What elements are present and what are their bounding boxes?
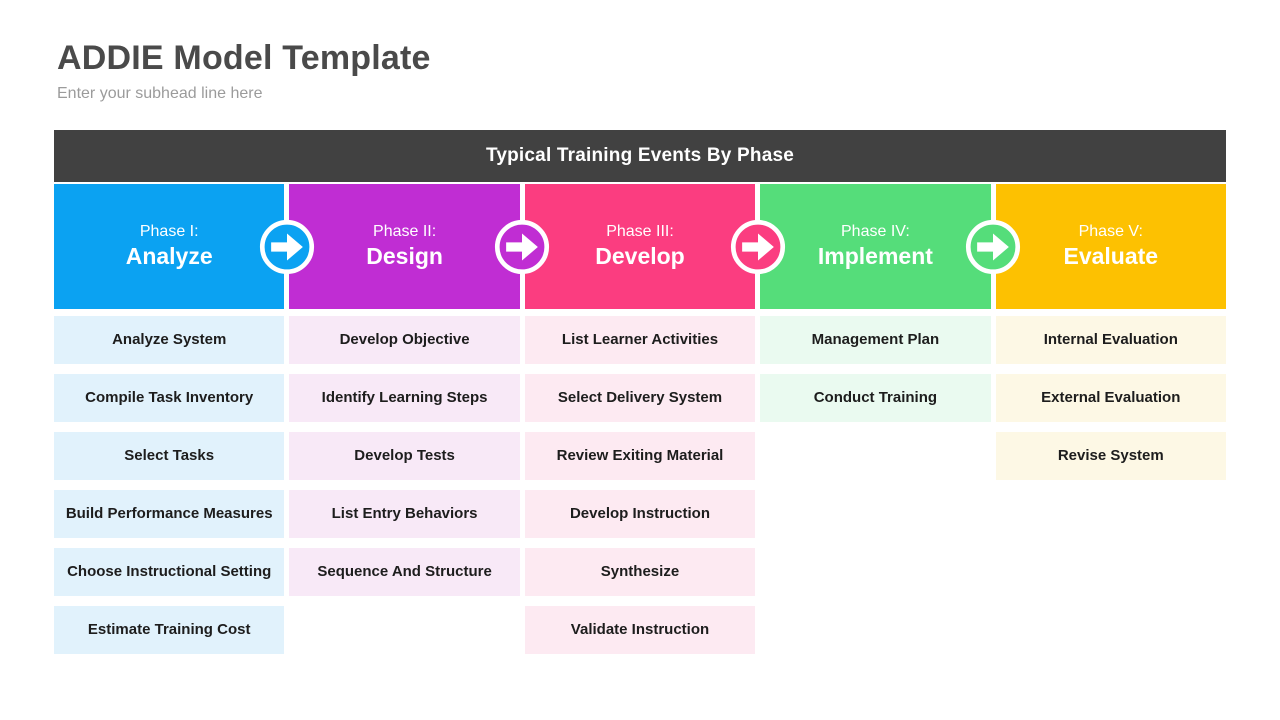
task-cell: Select Delivery System xyxy=(524,374,756,422)
task-cell: Management Plan xyxy=(760,316,991,364)
task-cell: Review Exiting Material xyxy=(524,432,756,480)
task-cell: Select Tasks xyxy=(54,432,285,480)
task-cell: Analyze System xyxy=(54,316,285,364)
right-arrow-icon xyxy=(730,219,785,274)
page-subtitle: Enter your subhead line here xyxy=(57,85,263,103)
page-title: ADDIE Model Template xyxy=(57,39,431,77)
task-cell: Revise System xyxy=(995,432,1226,480)
phase-header: Phase III: Develop xyxy=(524,184,756,309)
task-cell: Develop Objective xyxy=(289,316,520,364)
task-cell: Identify Learning Steps xyxy=(289,374,520,422)
phase-label: Phase V: xyxy=(1078,223,1143,241)
title-block: ADDIE Model Template Enter your subhead … xyxy=(57,39,431,103)
task-cell: Develop Instruction xyxy=(524,490,756,538)
task-cell: Internal Evaluation xyxy=(995,316,1226,364)
task-cell: Validate Instruction xyxy=(524,606,756,654)
task-cell: Conduct Training xyxy=(760,374,991,422)
phase-name: Design xyxy=(366,243,443,270)
task-cell: Compile Task Inventory xyxy=(54,374,285,422)
phase-column-develop: Phase III: Develop List Learner Activiti… xyxy=(524,184,785,654)
task-cell: List Entry Behaviors xyxy=(289,490,520,538)
phase-label: Phase IV: xyxy=(841,223,910,241)
right-arrow-icon xyxy=(495,219,550,274)
phase-label: Phase II: xyxy=(373,223,437,241)
right-arrow-icon xyxy=(259,219,314,274)
task-cell: Develop Tests xyxy=(289,432,520,480)
phase-header: Phase I: Analyze xyxy=(54,184,285,309)
phase-name: Develop xyxy=(595,243,685,270)
phase-name: Analyze xyxy=(125,243,213,270)
phase-header: Phase V: Evaluate xyxy=(995,184,1226,309)
task-cell: List Learner Activities xyxy=(524,316,756,364)
phase-label: Phase III: xyxy=(606,223,674,241)
task-cell: Sequence And Structure xyxy=(289,548,520,596)
task-cell: Choose Instructional Setting xyxy=(54,548,285,596)
task-cell: Build Performance Measures xyxy=(54,490,285,538)
phase-label: Phase I: xyxy=(139,223,199,241)
task-cell: External Evaluation xyxy=(995,374,1226,422)
phase-name: Evaluate xyxy=(1063,243,1159,270)
phase-header: Phase II: Design xyxy=(289,184,520,309)
training-events-table: Typical Training Events By Phase Phase I… xyxy=(54,130,1226,654)
task-cell: Estimate Training Cost xyxy=(54,606,285,654)
task-cell: Synthesize xyxy=(524,548,756,596)
phase-name: Implement xyxy=(817,243,933,270)
phase-header: Phase IV: Implement xyxy=(760,184,991,309)
table-banner: Typical Training Events By Phase xyxy=(54,130,1226,182)
right-arrow-icon xyxy=(966,219,1021,274)
